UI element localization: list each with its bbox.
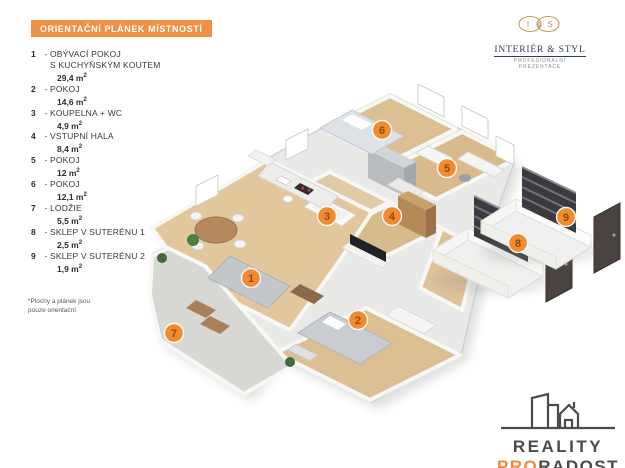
room-marker-1: 1 <box>240 267 262 289</box>
legend-item-8: 8-SKLEP V SUTERÉNU 1 2,5 m2 <box>31 226 146 250</box>
svg-text:1: 1 <box>248 273 254 285</box>
plan-title: ORIENTAČNÍ PLÁNEK MÍSTNOSTÍ <box>40 24 203 34</box>
legend-item-7: 7-LODŽIE 5,5 m2 <box>31 202 83 226</box>
room-marker-4: 4 <box>381 205 403 227</box>
reality-buildings-icon <box>501 392 615 430</box>
legend-name: OBÝVACÍ POKOJ <box>50 49 121 59</box>
svg-text:9: 9 <box>563 212 569 224</box>
svg-text:S: S <box>547 20 552 29</box>
reality-text: REALITY <box>512 437 604 456</box>
interier-styl-title: INTERIÉR & STYL <box>494 45 586 57</box>
room-marker-5: 5 <box>436 157 458 179</box>
loggia-furniture <box>157 253 295 367</box>
room-marker-3: 3 <box>316 205 338 227</box>
legend-name-line2: S KUCHYŇSKÝM KOUTEM <box>50 60 161 70</box>
legend-item-3: 3-KOUPELNA + WC 4,9 m2 <box>31 107 123 131</box>
svg-text:&: & <box>537 22 542 29</box>
svg-text:I: I <box>527 20 529 29</box>
reality-proradost-logo: REALITY PRORADOST <box>494 391 622 468</box>
room-legend: 1-OBÝVACÍ POKOJ S KUCHYŇSKÝM KOUTEM 29,4… <box>31 49 161 274</box>
proradost-text: PRORADOST <box>496 457 620 468</box>
svg-text:2: 2 <box>355 315 361 327</box>
legend-item-6: 6-POKOJ 12,1 m2 <box>31 179 87 202</box>
svg-text:4: 4 <box>389 211 396 223</box>
interier-styl-logo: I & S INTERIÉR & STYL PROFESIONÁLNÍ PREZ… <box>492 14 588 70</box>
svg-text:5: 5 <box>444 163 450 175</box>
legend-item-1: 1-OBÝVACÍ POKOJ S KUCHYŇSKÝM KOUTEM 29,4… <box>31 49 161 83</box>
hall-wardrobe <box>398 191 436 238</box>
svg-text:3: 3 <box>324 211 330 223</box>
kitchen-furniture <box>247 149 339 211</box>
svg-text:6: 6 <box>379 125 385 137</box>
interier-styl-emblem-icon: I & S <box>518 15 560 33</box>
room-marker-2: 2 <box>347 309 369 331</box>
legend-item-9: 9-SKLEP V SUTERÉNU 2 1,9 m2 <box>31 250 146 274</box>
legend-item-2: 2-POKOJ 14,6 m2 <box>31 83 87 107</box>
windows <box>195 83 515 207</box>
legend-item-4: 4-VSTUPNÍ HALA 8,4 m2 <box>31 131 114 155</box>
room-2-furniture <box>287 305 437 365</box>
room-marker-7: 7 <box>163 322 185 344</box>
svg-text:8: 8 <box>515 238 521 250</box>
plan-title-badge: ORIENTAČNÍ PLÁNEK MÍSTNOSTÍ <box>31 20 212 37</box>
legend-area: 29,4 m2 <box>57 72 87 83</box>
interier-styl-tagline: PROFESIONÁLNÍ PREZENTACE <box>513 58 567 70</box>
room-marker-8: 8 <box>507 232 529 254</box>
disclaimer-note: *Plochy a plánek jsou pouze orientační <box>28 298 91 314</box>
room-marker-6: 6 <box>371 119 393 141</box>
legend-item-5: 5-POKOJ 12 m2 <box>31 155 80 179</box>
room-marker-9: 9 <box>555 206 577 228</box>
svg-text:7: 7 <box>171 328 177 340</box>
legend-num: 1 <box>31 49 36 59</box>
room-5-furniture <box>387 151 505 199</box>
